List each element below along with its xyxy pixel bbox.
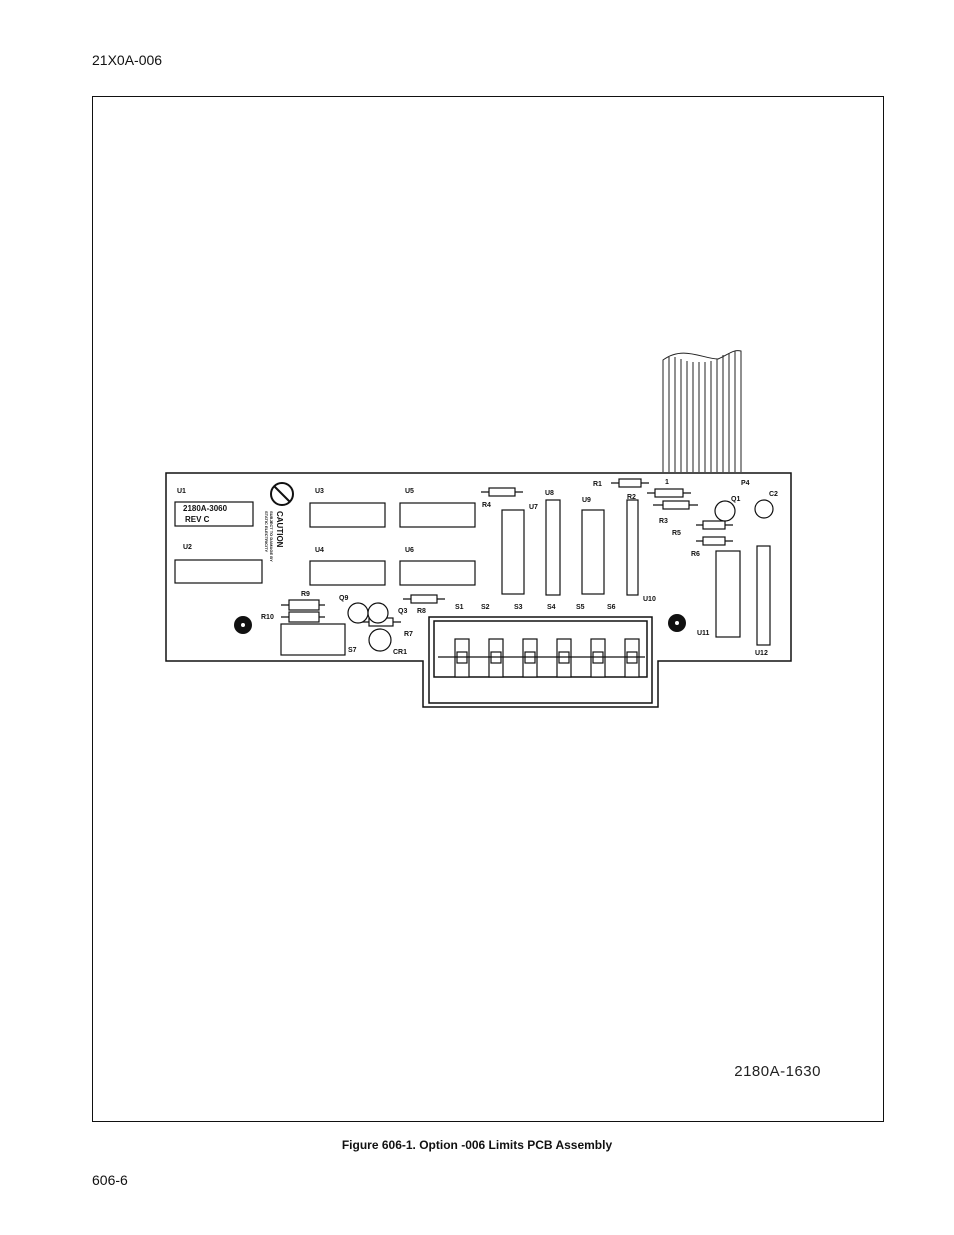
svg-text:U1: U1 bbox=[177, 488, 186, 495]
transistor-q3 bbox=[367, 602, 389, 624]
page-number: 606-6 bbox=[92, 1172, 128, 1188]
svg-text:S2: S2 bbox=[481, 604, 490, 611]
svg-text:Q3: Q3 bbox=[398, 608, 407, 615]
pcb-outline bbox=[165, 472, 792, 708]
svg-text:U12: U12 bbox=[755, 650, 768, 657]
chip-u10 bbox=[626, 499, 639, 596]
figure-frame: 2180A-3060 REV C CAUTION SUBJECT TO DAMA… bbox=[92, 96, 884, 1122]
svg-text:R1: R1 bbox=[593, 481, 602, 488]
svg-text:U9: U9 bbox=[582, 497, 591, 504]
svg-text:U4: U4 bbox=[315, 547, 324, 554]
svg-text:SUBJECT TO DAMAGE BY: SUBJECT TO DAMAGE BY bbox=[269, 511, 274, 562]
svg-text:P4: P4 bbox=[741, 480, 750, 487]
chip-u11 bbox=[715, 550, 741, 638]
figure-caption: Figure 606-1. Option -006 Limits PCB Ass… bbox=[341, 1138, 613, 1152]
static-caution-icon bbox=[270, 482, 294, 506]
pcb-drawing: 2180A-3060 REV C CAUTION SUBJECT TO DAMA… bbox=[165, 350, 792, 708]
drawing-number: 2180A-1630 bbox=[734, 1063, 821, 1080]
svg-text:R7: R7 bbox=[404, 631, 413, 638]
chip-u5 bbox=[399, 502, 476, 528]
chip-u12 bbox=[756, 545, 771, 646]
svg-text:U10: U10 bbox=[643, 596, 656, 603]
svg-text:CAUTION: CAUTION bbox=[275, 511, 284, 548]
chip-u8 bbox=[545, 499, 561, 596]
transistor-q1 bbox=[714, 500, 736, 522]
svg-text:U5: U5 bbox=[405, 488, 414, 495]
svg-text:S1: S1 bbox=[455, 604, 464, 611]
svg-text:R10: R10 bbox=[261, 614, 274, 621]
svg-text:S6: S6 bbox=[607, 604, 616, 611]
ribbon-cable bbox=[662, 350, 742, 472]
svg-text:R5: R5 bbox=[672, 530, 681, 537]
switch-s7-body bbox=[280, 623, 346, 656]
svg-text:R8: R8 bbox=[417, 608, 426, 615]
svg-text:U11: U11 bbox=[697, 630, 710, 637]
reference-designators: U1 U2 U3 U4 U5 U6 U7 U8 U9 U10 U11 U12 R… bbox=[177, 479, 778, 657]
caution-text: CAUTION SUBJECT TO DAMAGE BY STATIC ELEC… bbox=[264, 511, 284, 562]
ic-chips bbox=[174, 499, 771, 646]
svg-text:R3: R3 bbox=[659, 518, 668, 525]
svg-text:U6: U6 bbox=[405, 547, 414, 554]
chip-u9 bbox=[581, 509, 605, 595]
svg-text:R2: R2 bbox=[627, 494, 636, 501]
diode-cr1 bbox=[368, 628, 392, 652]
chip-u1 bbox=[174, 501, 254, 527]
document-code: 21X0A-006 bbox=[92, 52, 163, 68]
svg-text:1: 1 bbox=[665, 479, 669, 486]
svg-text:S5: S5 bbox=[576, 604, 585, 611]
switch-bank bbox=[438, 638, 645, 678]
transistor-q9 bbox=[347, 602, 369, 624]
svg-text:C2: C2 bbox=[769, 491, 778, 498]
capacitor-c2 bbox=[754, 499, 774, 519]
svg-text:U3: U3 bbox=[315, 488, 324, 495]
round-components bbox=[347, 499, 774, 652]
chip-u6 bbox=[399, 560, 476, 586]
svg-text:S3: S3 bbox=[514, 604, 523, 611]
svg-text:U7: U7 bbox=[529, 504, 538, 511]
svg-text:Q1: Q1 bbox=[731, 496, 740, 503]
svg-text:U8: U8 bbox=[545, 490, 554, 497]
chip-u3 bbox=[309, 502, 386, 528]
svg-text:R4: R4 bbox=[482, 502, 491, 509]
chip-u2 bbox=[174, 559, 263, 584]
svg-text:CR1: CR1 bbox=[393, 649, 407, 656]
part-label: 2180A-3060 bbox=[183, 504, 228, 513]
svg-text:R6: R6 bbox=[691, 551, 700, 558]
chip-u4 bbox=[309, 560, 386, 586]
rev-label: REV C bbox=[185, 515, 210, 524]
svg-text:S4: S4 bbox=[547, 604, 556, 611]
svg-text:U2: U2 bbox=[183, 544, 192, 551]
svg-text:Q9: Q9 bbox=[339, 595, 348, 602]
chip-u7 bbox=[501, 509, 525, 595]
svg-text:S7: S7 bbox=[348, 647, 357, 654]
svg-text:STATIC ELECTRICITY: STATIC ELECTRICITY bbox=[264, 511, 269, 553]
svg-text:R9: R9 bbox=[301, 591, 310, 598]
